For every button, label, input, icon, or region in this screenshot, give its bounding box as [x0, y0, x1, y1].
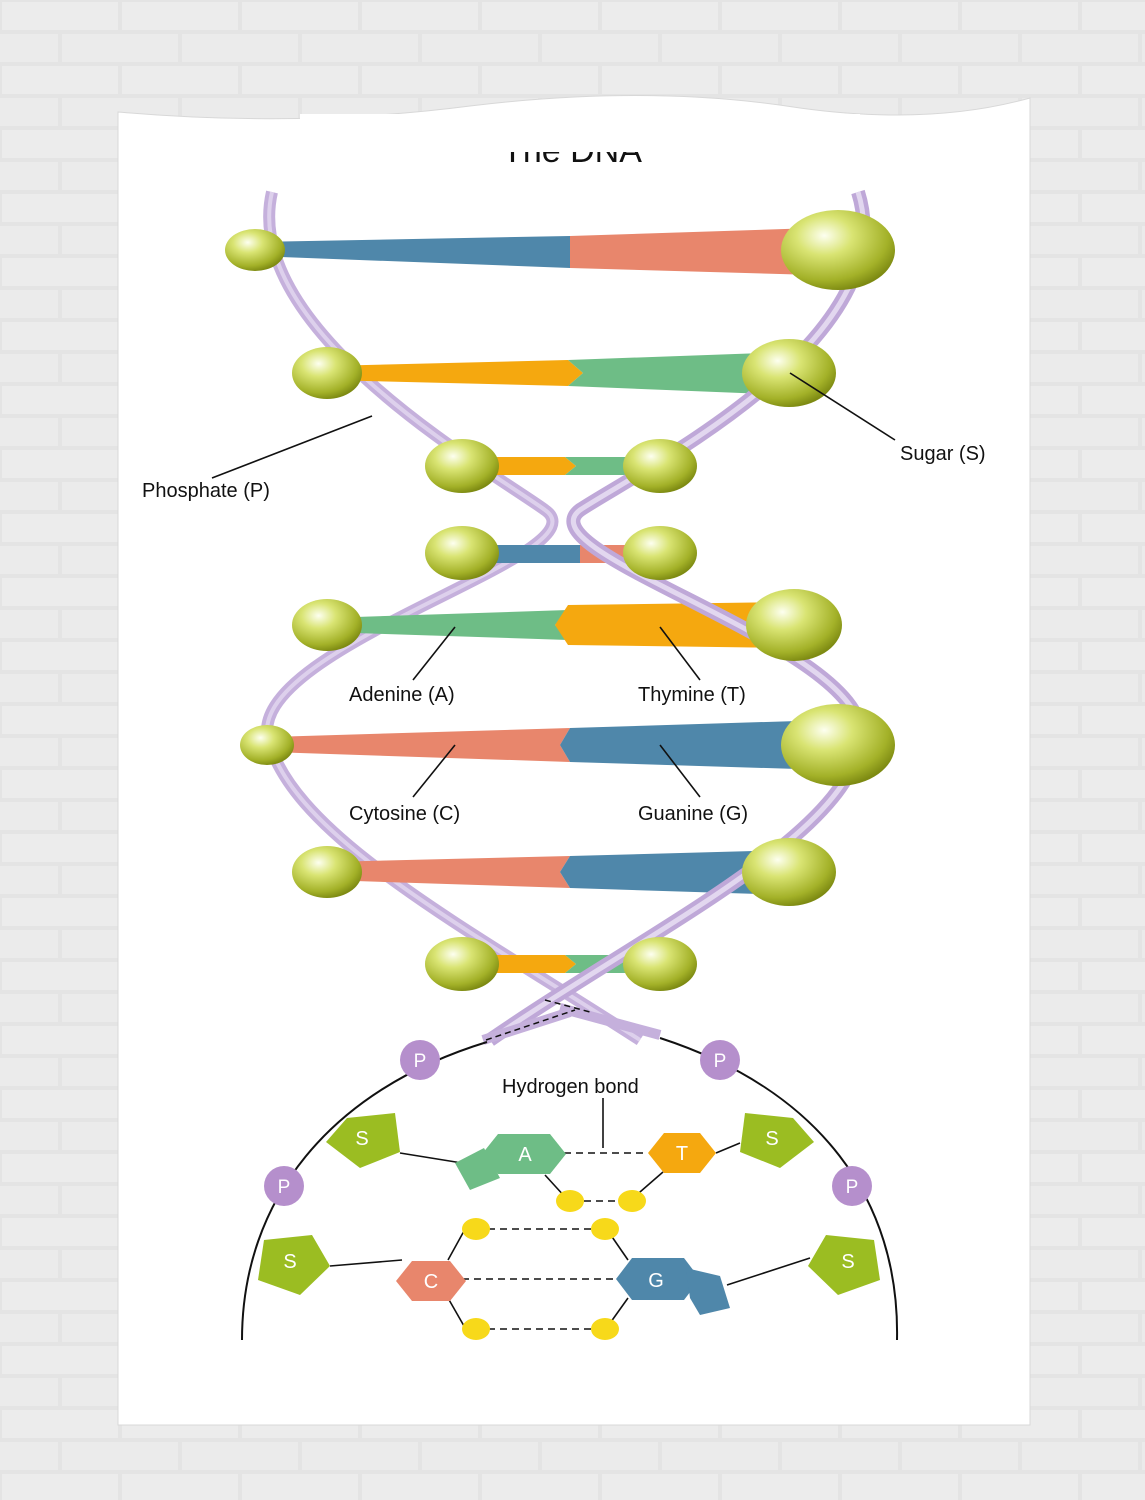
nucleobase-thymine: T	[648, 1133, 716, 1173]
hydrogen-atoms	[462, 1190, 646, 1340]
sphere	[425, 526, 499, 580]
svg-text:S: S	[355, 1128, 368, 1150]
sphere	[742, 838, 836, 906]
label-hydrogen-bond: Hydrogen bond	[502, 1076, 639, 1098]
rung-2-thymine	[325, 360, 583, 386]
svg-text:G: G	[648, 1270, 664, 1292]
sphere	[225, 229, 285, 271]
sphere	[292, 347, 362, 399]
svg-text:S: S	[841, 1251, 854, 1273]
phosphate-group-ml: P	[264, 1166, 304, 1206]
sphere	[781, 704, 895, 786]
label-cytosine: Cytosine (C)	[349, 803, 460, 825]
rung-5-adenine	[325, 610, 568, 640]
sphere	[425, 937, 499, 991]
sugar-group-bl: S	[258, 1235, 330, 1295]
zoom-dash-a	[485, 1009, 576, 1041]
svg-text:P: P	[414, 1051, 427, 1072]
sphere	[240, 725, 294, 765]
svg-text:P: P	[714, 1051, 727, 1072]
svg-text:C: C	[424, 1271, 438, 1293]
rung-6-guanine	[560, 720, 830, 770]
sugar-group-tr: S	[740, 1113, 814, 1168]
base-pair-rungs	[255, 228, 830, 973]
sphere	[292, 599, 362, 651]
svg-text:S: S	[765, 1128, 778, 1150]
lower-strand-b	[558, 1003, 662, 1040]
label-thymine: Thymine (T)	[638, 684, 746, 706]
phosphate-group-mr: P	[832, 1166, 872, 1206]
hydrogen-atom	[618, 1190, 646, 1212]
rung-2-adenine	[568, 352, 790, 395]
svg-text:A: A	[518, 1144, 532, 1166]
hydrogen-atom	[462, 1218, 490, 1240]
nucleobase-guanine: G	[616, 1258, 730, 1315]
rung-6-cytosine	[270, 728, 570, 762]
hydrogen-atom	[556, 1190, 584, 1212]
sphere	[742, 339, 836, 407]
leader-lines	[211, 372, 896, 798]
zoom-dash-b	[544, 999, 591, 1013]
title-mask	[300, 114, 860, 152]
sphere	[623, 526, 697, 580]
sphere	[425, 439, 499, 493]
sphere	[746, 589, 842, 661]
label-adenine: Adenine (A)	[349, 684, 455, 706]
sphere	[623, 439, 697, 493]
rung-1-guanine	[255, 236, 570, 268]
rung-5-thymine	[555, 602, 790, 648]
phosphate-group-tr: P	[700, 1040, 740, 1080]
phosphate-group-tl: P	[400, 1040, 440, 1080]
label-sugar: Sugar (S)	[900, 443, 986, 465]
hydrogen-atom	[591, 1318, 619, 1340]
sphere	[623, 937, 697, 991]
sugar-spheres	[225, 210, 895, 991]
label-phosphate: Phosphate (P)	[142, 480, 270, 502]
hydrogen-bond-dashes	[462, 1152, 648, 1330]
nucleobase-adenine: A	[455, 1134, 566, 1190]
sphere	[292, 846, 362, 898]
svg-text:P: P	[278, 1177, 291, 1198]
sphere	[781, 210, 895, 290]
svg-text:T: T	[676, 1143, 688, 1165]
nucleobase-cytosine: C	[396, 1261, 466, 1301]
hydrogen-atom	[591, 1218, 619, 1240]
svg-text:P: P	[846, 1177, 859, 1198]
svg-text:S: S	[283, 1251, 296, 1273]
sugar-group-br: S	[808, 1235, 880, 1295]
rung-7-cytosine	[325, 856, 570, 888]
hydrogen-atom	[462, 1318, 490, 1340]
label-guanine: Guanine (G)	[638, 803, 748, 825]
sugar-group-tl: S	[326, 1113, 400, 1168]
rung-1-cytosine	[570, 228, 815, 275]
